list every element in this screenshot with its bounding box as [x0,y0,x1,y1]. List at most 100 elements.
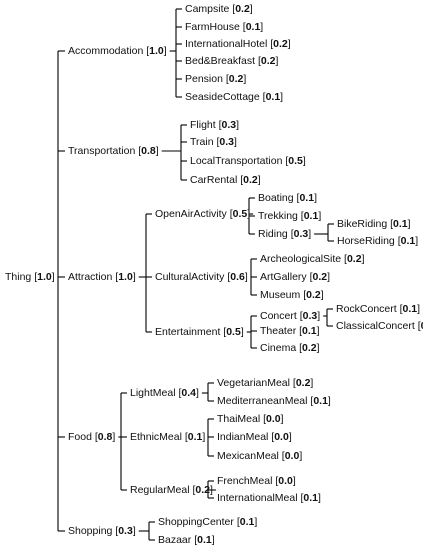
bracket: [ [398,235,401,247]
bracket: [ [310,271,313,283]
bracket: [ [390,218,393,230]
node-label: InternationalHotel [185,38,270,50]
bracket: ] [308,228,311,240]
node-label: Food [68,431,95,443]
bracket: [ [95,431,98,443]
bracket: ] [236,119,239,131]
node-weight: 0.2 [313,271,328,283]
bracket: ] [276,55,279,67]
bracket: [ [243,21,246,33]
node-label: Concert [260,310,300,322]
node-label: EthnicMeal [130,431,185,443]
node-internationalhotel: InternationalHotel [0.2] [185,38,291,50]
bracket: [ [291,228,294,240]
bracket: ] [303,155,306,167]
node-ethnicmeal: EthnicMeal [0.1] [130,431,205,443]
bracket: [ [299,342,302,354]
node-label: ArcheologicalSite [260,253,344,265]
node-label: Theater [260,325,299,337]
bracket: [ [297,192,300,204]
node-weight: 0.2 [296,377,311,389]
bracket: ] [260,21,263,33]
node-label: Cinema [260,342,299,354]
node-label: CulturalActivity [155,271,227,283]
node-label: BikeRiding [337,218,390,230]
node-indianmeal: IndianMeal [0.0] [217,431,292,443]
bracket: ] [281,413,284,425]
node-museum: Museum [0.2] [260,289,324,301]
bracket: [ [192,484,195,496]
bracket: [ [232,3,235,15]
node-classicalconcert: ClassicalConcert [0.1] [336,320,423,332]
bracket: ] [318,492,321,504]
bracket: ] [328,395,331,407]
node-seasidecottage: SeasideCottage [0.1] [185,91,283,103]
node-weight: 0.0 [266,413,281,425]
node-label: Bazaar [158,534,194,546]
node-rockconcert: RockConcert [0.1] [336,303,420,315]
node-label: ArtGallery [260,271,310,283]
node-weight: 0.3 [303,310,318,322]
bracket: [ [300,492,303,504]
node-shoppingcenter: ShoppingCenter [0.1] [158,516,257,528]
bracket: [ [178,387,181,399]
bracket: [ [400,303,403,315]
node-openairactivity: OpenAirActivity [0.5] [155,208,250,220]
node-label: Train [190,136,216,148]
node-archeologicalsite: ArcheologicalSite [0.2] [260,253,365,265]
node-weight: 0.1 [299,192,314,204]
node-bedbreakfast: Bed&Breakfast [0.2] [185,55,279,67]
node-weight: 0.1 [240,516,255,528]
bracket: [ [300,310,303,322]
node-label: MexicanMeal [217,450,282,462]
node-weight: 0.3 [118,525,133,537]
node-weight: 0.3 [219,136,234,148]
node-weight: 0.2 [243,174,258,186]
bracket: [ [226,73,229,85]
node-weight: 0.1 [188,431,203,443]
bracket: [ [271,431,274,443]
node-weight: 0.2 [229,73,244,85]
node-weight: 0.1 [197,534,212,546]
node-theater: Theater [0.1] [260,325,320,337]
node-regularmeal: RegularMeal [0.2] [130,484,213,496]
node-label: MediterraneanMeal [217,395,310,407]
node-weight: 0.5 [288,155,303,167]
node-label: FarmHouse [185,21,243,33]
node-localtransportation: LocalTransportation [0.5] [190,155,306,167]
bracket: [ [230,208,233,220]
node-cinema: Cinema [0.2] [260,342,320,354]
node-thaimeal: ThaiMeal [0.0] [217,413,284,425]
bracket: ] [156,145,159,157]
bracket: ] [196,387,199,399]
node-label: HorseRiding [337,235,398,247]
node-horseriding: HorseRiding [0.1] [337,235,418,247]
node-weight: 0.1 [302,325,317,337]
node-accommodation: Accommodation [1.0] [68,45,167,57]
node-label: Museum [260,289,303,301]
tree-edges [57,8,334,541]
node-bazaar: Bazaar [0.1] [158,534,215,546]
node-boating: Boating [0.1] [258,192,317,204]
bracket: [ [237,516,240,528]
node-frenchmeal: FrenchMeal [0.0] [217,475,296,487]
bracket: ] [289,431,292,443]
node-label: Bed&Breakfast [185,55,258,67]
bracket: [ [146,45,149,57]
node-label: Shopping [68,525,115,537]
bracket: ] [243,73,246,85]
node-label: ShoppingCenter [158,516,237,528]
bracket: ] [52,271,55,283]
node-weight: 0.8 [98,431,113,443]
bracket: ] [133,271,136,283]
node-label: RegularMeal [130,484,192,496]
node-weight: 0.0 [285,450,300,462]
bracket: [ [285,155,288,167]
bracket: [ [115,525,118,537]
bracket: [ [293,377,296,389]
node-label: FrenchMeal [217,475,275,487]
bracket: ] [362,253,365,265]
node-flight: Flight [0.3] [190,119,239,131]
bracket: ] [293,475,296,487]
